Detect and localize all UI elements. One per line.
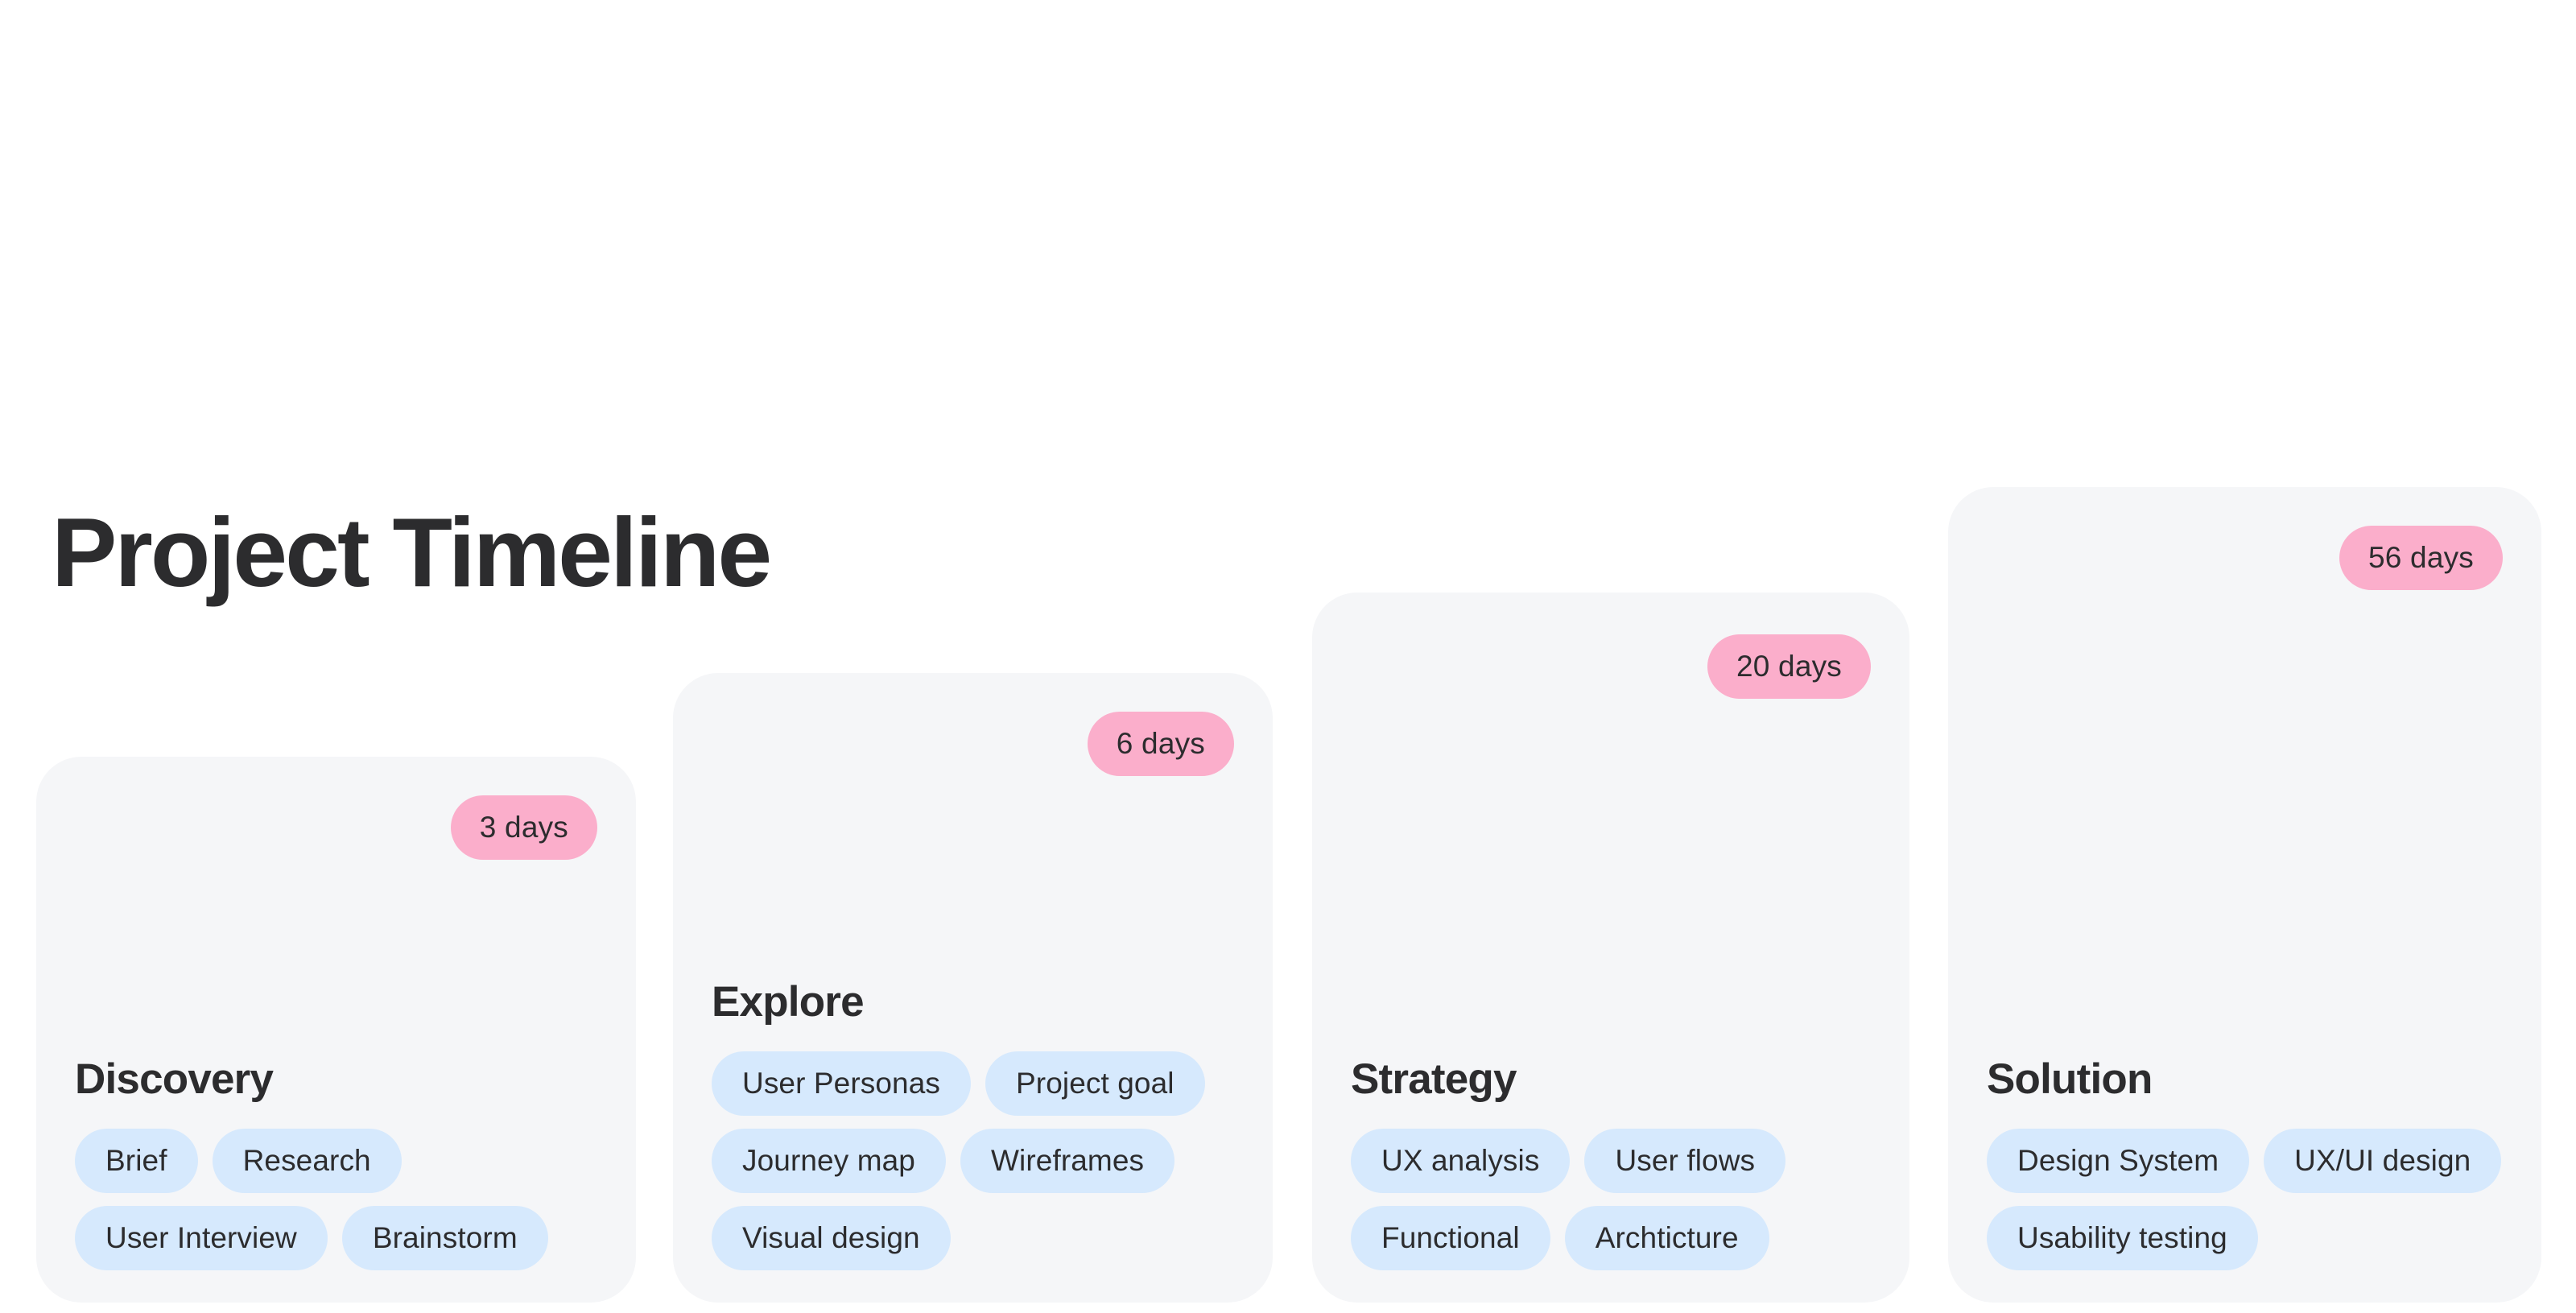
tag-pill[interactable]: Wireframes bbox=[960, 1129, 1175, 1193]
phase-card-body: Explore User Personas Project goal Journ… bbox=[712, 977, 1244, 1270]
badge-row: 56 days bbox=[2339, 526, 2503, 590]
tag-pill[interactable]: Usability testing bbox=[1987, 1206, 2258, 1270]
phase-card-solution[interactable]: 56 days Solution Design System UX/UI des… bbox=[1948, 487, 2541, 1303]
duration-badge: 6 days bbox=[1087, 712, 1234, 776]
phase-heading: Discovery bbox=[75, 1055, 274, 1103]
tag-pill[interactable]: User Interview bbox=[75, 1206, 328, 1270]
phase-heading: Solution bbox=[1987, 1055, 2153, 1103]
tag-pill[interactable]: User Personas bbox=[712, 1051, 972, 1116]
tag-pill[interactable]: UX/UI design bbox=[2264, 1129, 2502, 1193]
tag-pill[interactable]: Research bbox=[212, 1129, 402, 1193]
tag-pill[interactable]: User flows bbox=[1584, 1129, 1786, 1193]
tag-list: Brief Research User Interview Brainstorm bbox=[75, 1129, 607, 1270]
tag-pill[interactable]: Journey map bbox=[712, 1129, 946, 1193]
tag-pill[interactable]: Functional bbox=[1351, 1206, 1550, 1270]
tag-list: User Personas Project goal Journey map W… bbox=[712, 1051, 1244, 1270]
duration-badge: 20 days bbox=[1707, 634, 1871, 699]
duration-badge: 3 days bbox=[450, 795, 597, 860]
tag-pill[interactable]: UX analysis bbox=[1351, 1129, 1571, 1193]
tag-pill[interactable]: Design System bbox=[1987, 1129, 2250, 1193]
phase-heading: Strategy bbox=[1351, 1055, 1517, 1103]
phase-card-explore[interactable]: 6 days Explore User Personas Project goa… bbox=[673, 673, 1273, 1303]
phase-heading: Explore bbox=[712, 977, 865, 1026]
phase-card-discovery[interactable]: 3 days Discovery Brief Research User Int… bbox=[36, 757, 636, 1303]
page-title: Project Timeline bbox=[52, 497, 772, 607]
tag-list: UX analysis User flows Functional Archti… bbox=[1351, 1129, 1880, 1270]
tag-list: Design System UX/UI design Usability tes… bbox=[1987, 1129, 2512, 1270]
badge-row: 3 days bbox=[450, 795, 597, 860]
duration-badge: 56 days bbox=[2339, 526, 2503, 590]
badge-row: 6 days bbox=[1087, 712, 1234, 776]
tag-pill[interactable]: Brief bbox=[75, 1129, 198, 1193]
tag-pill[interactable]: Project goal bbox=[985, 1051, 1205, 1116]
tag-pill[interactable]: Brainstorm bbox=[341, 1206, 548, 1270]
badge-row: 20 days bbox=[1707, 634, 1871, 699]
phase-card-body: Solution Design System UX/UI design Usab… bbox=[1987, 1055, 2512, 1270]
tag-pill[interactable]: Visual design bbox=[712, 1206, 951, 1270]
tag-pill[interactable]: Archticture bbox=[1564, 1206, 1769, 1270]
phase-card-body: Discovery Brief Research User Interview … bbox=[75, 1055, 607, 1270]
phase-card-strategy[interactable]: 20 days Strategy UX analysis User flows … bbox=[1312, 593, 1909, 1303]
phase-card-body: Strategy UX analysis User flows Function… bbox=[1351, 1055, 1880, 1270]
